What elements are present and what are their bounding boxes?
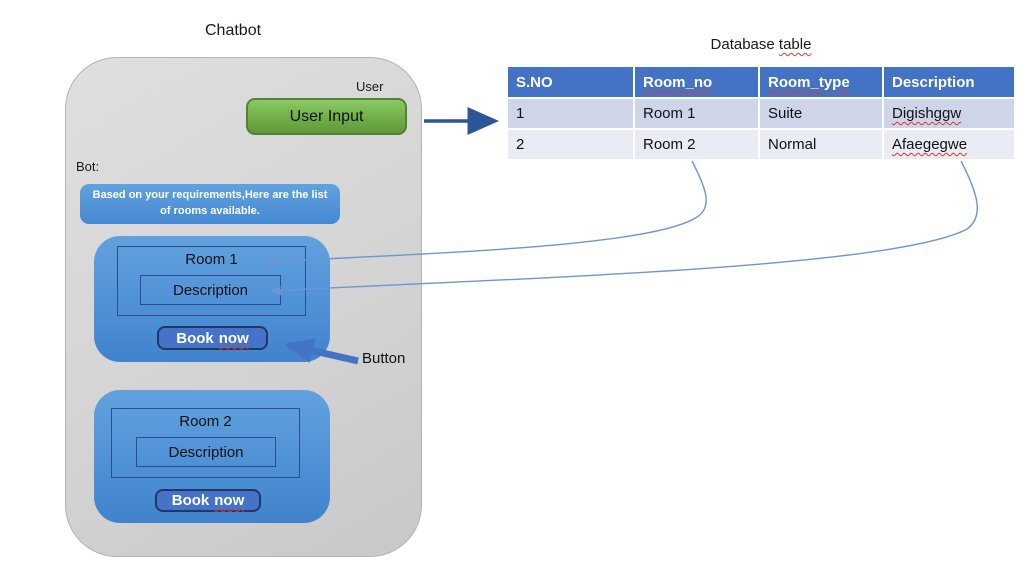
db-title-word: Database [710,36,775,53]
room2-book-now-button[interactable]: Book now [155,489,261,512]
room2-frame: Room 2 [111,408,300,478]
book-typo-word: now [218,329,249,347]
db-cell-r2-room-no: Room 2 [635,128,760,159]
db-cell-r1-description: Digishggw [884,97,1014,128]
room1-book-now-button[interactable]: Book now [157,326,268,350]
room2-name: Room 2 [179,413,232,430]
db-header-room-type: Room_type [760,67,884,97]
bot-label: Bot: [76,159,100,174]
room2-description-box: Description [136,437,276,467]
db-cell-r2-description: Afaegegwe [884,128,1014,159]
user-input-button[interactable]: User Input [246,98,407,135]
db-cell-r2-room-type: Normal [760,128,884,159]
database-table: S.NO Room_no Room_type Description 1 Roo… [508,67,1014,159]
db-cell-r2-sno: 2 [508,128,635,159]
db-title-typo-word: table [778,36,812,53]
db-header-room-no: Room_no [635,67,760,97]
user-label: User [356,79,384,94]
bot-message-bubble: Based on your requirements,Here are the … [80,184,340,224]
db-cell-r1-sno: 1 [508,97,635,128]
db-cell-r1-room-no: Room 1 [635,97,760,128]
button-annotation-label: Button [362,350,406,367]
database-table-title: Database table [508,36,1014,53]
book-word: Book [176,329,214,347]
room1-description-box: Description [140,275,281,305]
room1-card: Room 1 Description Book now [94,236,330,362]
chatbot-title: Chatbot [205,22,262,39]
book-typo-word: now [214,492,245,509]
room2-card: Room 2 Description Book now [94,390,330,523]
room1-name: Room 1 [185,251,238,268]
book-word: Book [171,492,210,509]
db-header-sno: S.NO [508,67,635,97]
db-header-description: Description [884,67,1014,97]
db-cell-r1-room-type: Suite [760,97,884,128]
